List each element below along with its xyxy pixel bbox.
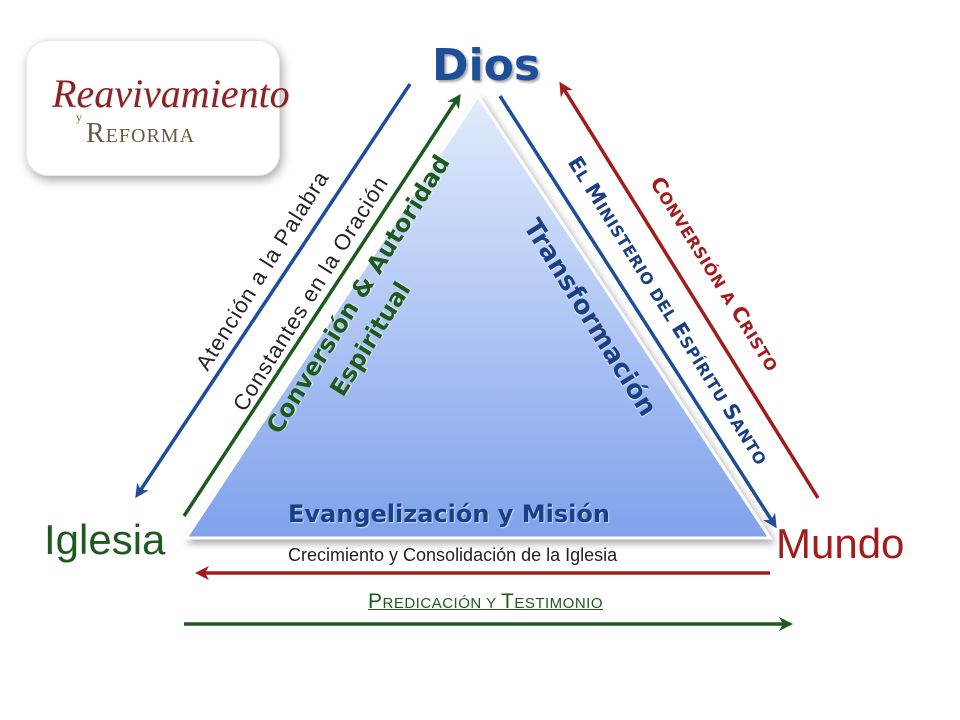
label-predicacion-part2: redicación y	[382, 595, 501, 612]
label-predicacion: Predicación y Testimonio	[368, 590, 603, 614]
logo-card	[26, 40, 280, 176]
logo-connector: y	[76, 110, 82, 124]
vertex-iglesia: Iglesia	[44, 516, 166, 563]
arrow-atencion-palabra	[135, 83, 412, 499]
label-crecimiento: Crecimiento y Consolidación de la Iglesi…	[288, 545, 618, 565]
central-triangle	[183, 93, 773, 540]
logo-subtitle: Reforma	[86, 118, 196, 149]
label-predicacion-part1: P	[368, 590, 383, 613]
vertex-dios: Dios	[432, 40, 541, 91]
label-predicacion-part3: T	[501, 590, 515, 613]
vertex-mundo: Mundo	[776, 520, 905, 567]
logo-title: Reavivamiento	[52, 71, 290, 116]
arrow-conversion-cristo	[559, 81, 820, 499]
arrow-ministerio-espiritu	[498, 95, 777, 529]
label-predicacion-part4: estimonio	[514, 595, 603, 612]
arrow-constantes-oracion	[182, 93, 461, 517]
label-evangelizacion: Evangelización y Misión	[288, 500, 610, 528]
